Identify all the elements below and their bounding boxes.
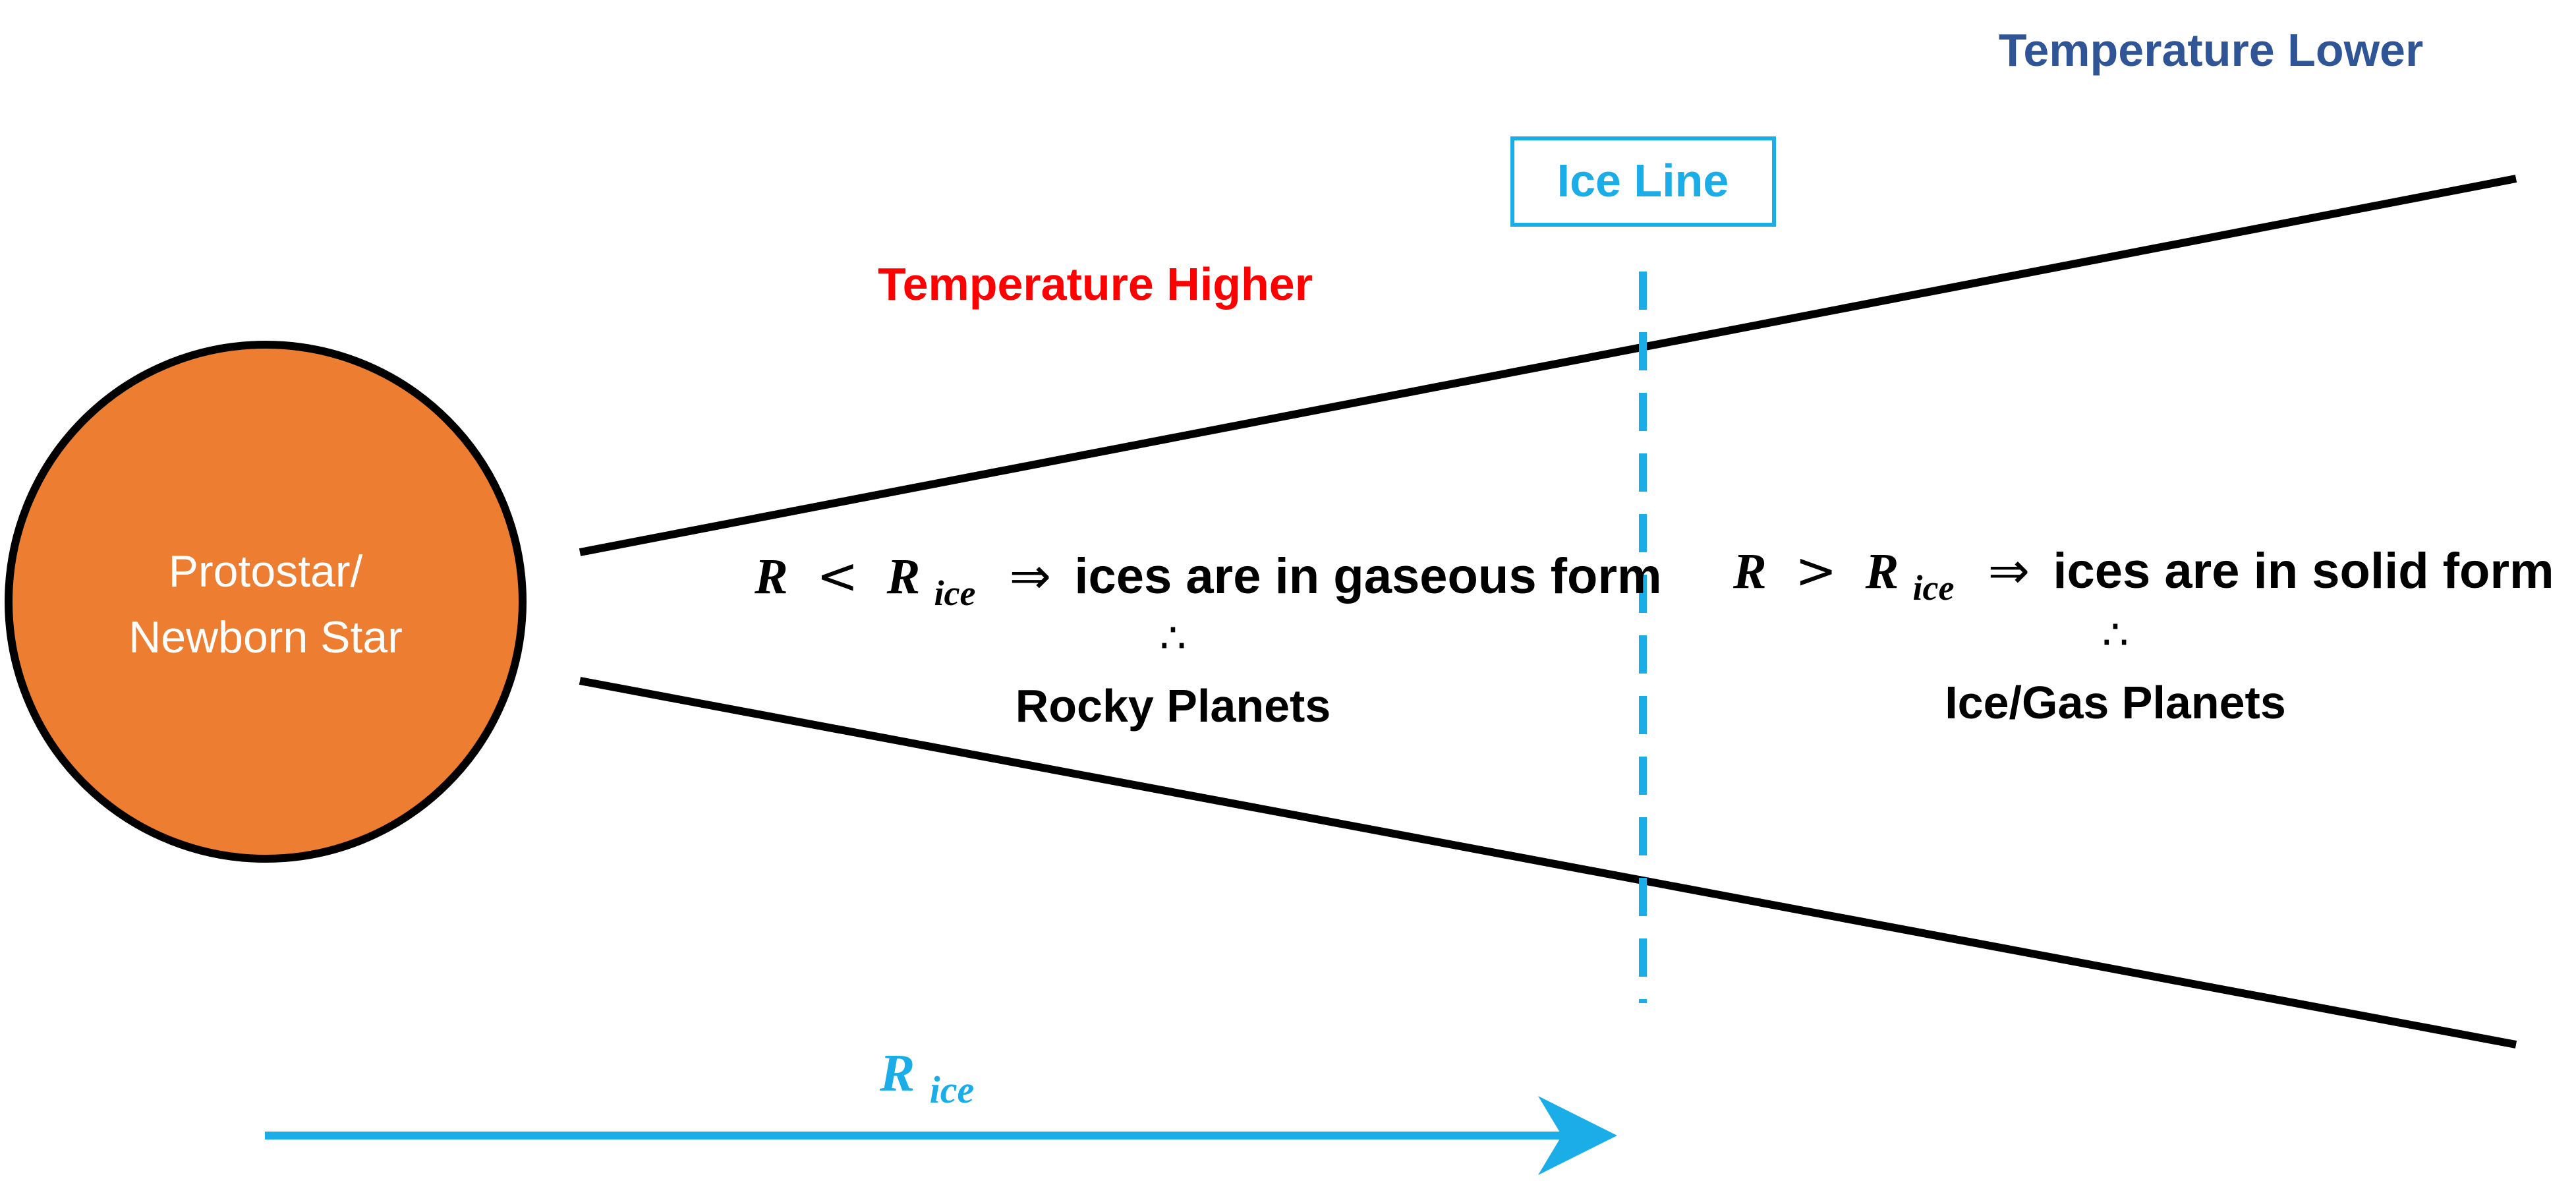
outer-region-condition: R > R ice ⇒ ices are in solid form: [1732, 541, 2554, 611]
inner-therefore: ∴: [1160, 614, 1187, 663]
inner-r-ice-sub: ice: [934, 573, 975, 613]
star-label-line1: Protostar/: [169, 546, 363, 596]
inner-region-condition: R < R ice ⇒ ices are in gaseous form: [754, 546, 1662, 616]
r-ice-label-sub: ice: [930, 1068, 975, 1111]
ice-line-label: Ice Line: [1557, 155, 1729, 206]
outer-r-var: R: [1732, 544, 1767, 599]
outer-condition-text: ices are in solid form: [2053, 543, 2554, 599]
temperature-higher-label: Temperature Higher: [878, 258, 1313, 310]
outer-implies: ⇒: [1988, 541, 2030, 600]
r-ice-label-var: R: [879, 1045, 915, 1103]
inner-result: Rocky Planets: [1016, 680, 1331, 732]
r-ice-arrow-label: R ice: [879, 1043, 974, 1111]
temperature-lower-label: Temperature Lower: [1999, 24, 2423, 76]
ice-line-label-box: [1510, 136, 1776, 227]
outer-result: Ice/Gas Planets: [1945, 677, 2286, 728]
inner-r-ice-var: R: [886, 549, 921, 604]
outer-r-ice-var: R: [1865, 544, 1899, 599]
outer-r-ice-sub: ice: [1912, 568, 1954, 608]
inner-condition-text: ices are in gaseous form: [1074, 548, 1661, 604]
star-label-line2: Newborn Star: [129, 612, 403, 662]
inner-implies: ⇒: [1010, 546, 1052, 605]
outer-therefore: ∴: [2102, 611, 2129, 660]
protostar-circle: [5, 341, 527, 863]
inner-r-var: R: [754, 549, 788, 604]
outer-relation: >: [1795, 541, 1837, 600]
disk-upper-edge: [579, 175, 2517, 556]
disk-lower-edge: [579, 677, 2517, 1049]
inner-relation: <: [816, 546, 859, 605]
